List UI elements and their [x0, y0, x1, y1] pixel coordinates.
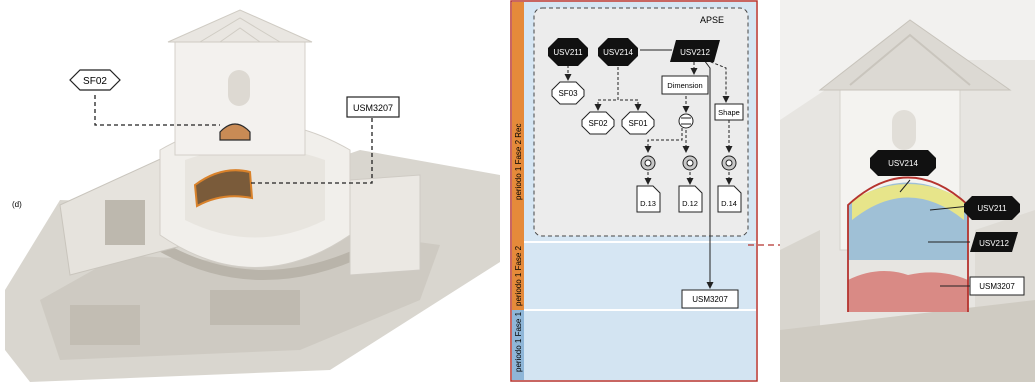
- label-usv214: USV214: [888, 159, 918, 168]
- matrix-diagram: periodo 1 Fase 2 Rec periodo 1 Fase 2 pe…: [510, 0, 758, 382]
- right-apse-section: USV214 USV211 USV212 USM3207: [780, 0, 1035, 382]
- sf02-callout-shape: [69, 69, 121, 91]
- node-sf02-label: SF02: [588, 119, 608, 128]
- panel-label: (d): [12, 200, 22, 209]
- roof-truss: [849, 33, 971, 86]
- node-sf03-label: SF03: [558, 89, 578, 98]
- apse-group-label: APSE: [700, 15, 724, 25]
- node-sf03: [551, 81, 585, 105]
- doc-d14-label: D.14: [721, 199, 737, 208]
- phase-band-1: [512, 310, 756, 380]
- stratum-usm3207: [848, 271, 968, 312]
- doc-d14: [717, 185, 742, 213]
- left-3d-scene: SF02 USM3207 (d): [0, 0, 505, 382]
- edge-usv212-usm3207: [703, 59, 714, 289]
- tower-roof: [167, 9, 313, 43]
- edge-usv214-sf01: [617, 62, 642, 111]
- node-usm3207: [681, 289, 739, 309]
- node-dimension-label: Dimension: [667, 81, 702, 90]
- usm3207-callout-shape: [346, 96, 400, 118]
- leader-usv214: [899, 179, 911, 193]
- node-sf02: [581, 111, 615, 135]
- stratigraphic-matrix: periodo 1 Fase 2 Rec periodo 1 Fase 2 pe…: [510, 0, 770, 382]
- phase-tab-1: [512, 310, 524, 380]
- node-shape: [714, 103, 744, 121]
- stratum-usv211: [852, 184, 964, 220]
- usm3207-callout-label: USM3207: [353, 103, 393, 113]
- node-usm3207-label: USM3207: [692, 295, 728, 304]
- phase-tab-2: [512, 242, 524, 310]
- tower-window: [892, 110, 916, 150]
- edge-usv214-sf02: [594, 62, 619, 111]
- label-usv211-shape: [964, 196, 1020, 220]
- node-usv214-label: USV214: [603, 48, 633, 57]
- edge-usv212-shape: [705, 59, 730, 103]
- usm3207-callout-line: [248, 118, 373, 184]
- node-dimension: [661, 75, 709, 95]
- node-usv211: [548, 38, 588, 66]
- label-usm3207-shape: [969, 276, 1025, 296]
- label-usv212: USV212: [979, 239, 1009, 248]
- doc-d13-label: D.13: [640, 199, 656, 208]
- sf02-window-highlight: [219, 123, 251, 141]
- church-model-illustration: SF02 USM3207 (d): [5, 9, 500, 382]
- node-usv211-label: USV211: [553, 48, 583, 57]
- node-sf01-label: SF01: [628, 119, 648, 128]
- ground-plane: [780, 300, 1035, 382]
- label-usm3207: USM3207: [979, 282, 1015, 291]
- nave-doorway: [105, 200, 145, 245]
- edge-extractor-source-a: [644, 128, 683, 153]
- tower-roof: [818, 19, 1012, 91]
- label-usv212-shape: [970, 232, 1018, 252]
- extractor-icon: [678, 113, 694, 129]
- foundation-block: [70, 305, 140, 345]
- source-icon-c: [721, 155, 737, 171]
- phase-tab-rec: [512, 2, 524, 242]
- source-icon-a: [640, 155, 656, 171]
- matrix-frame: [510, 0, 758, 382]
- node-sf01: [621, 111, 655, 135]
- node-usv212: [670, 40, 720, 62]
- doc-d13: [636, 185, 661, 213]
- doc-d12: [678, 185, 703, 213]
- phase-label-rec: periodo 1 Fase 2 Rec: [514, 124, 523, 201]
- usm3207-wall-highlight: [193, 169, 254, 208]
- source-icon-b: [682, 155, 698, 171]
- sf02-callout-line: [94, 95, 220, 126]
- leader-usv211: [929, 205, 971, 211]
- node-usv212-label: USV212: [680, 48, 710, 57]
- node-shape-label: Shape: [718, 108, 740, 117]
- label-usv214-shape: [870, 150, 936, 176]
- node-usv214: [598, 38, 638, 66]
- phase-label-2: periodo 1 Fase 2: [514, 245, 523, 306]
- roof-trusses: [199, 17, 281, 43]
- apse-outline: [847, 176, 969, 312]
- doc-d12-label: D.12: [682, 199, 698, 208]
- apse-section-illustration: USV214 USV211 USV212 USM3207: [780, 0, 1035, 382]
- foundation-block-2: [210, 290, 300, 325]
- tower-window: [228, 70, 250, 106]
- sf02-callout-label: SF02: [83, 76, 107, 87]
- nave-wall-right: [349, 174, 421, 276]
- apse-interior: [185, 147, 325, 238]
- phase-label-1: periodo 1 Fase 1: [514, 311, 523, 372]
- label-usv211: USV211: [977, 204, 1007, 213]
